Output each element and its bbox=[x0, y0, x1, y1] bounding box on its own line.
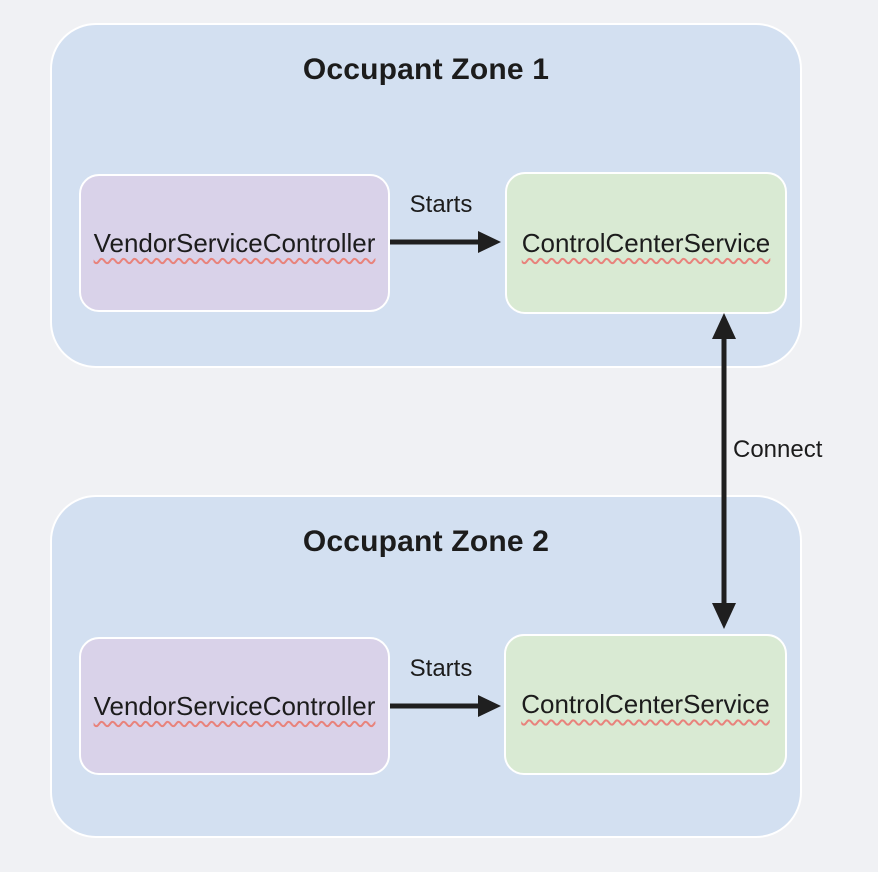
edge-label-starts-zone2: Starts bbox=[409, 655, 473, 682]
zone-title: Occupant Zone 1 bbox=[302, 53, 550, 86]
node-vendor-service-controller-zone1: VendorServiceController bbox=[79, 174, 390, 312]
node-control-center-service-zone2: ControlCenterService bbox=[504, 634, 787, 775]
zone-occupant-1: Occupant Zone 1 VendorServiceController … bbox=[50, 23, 802, 368]
node-control-center-service-zone1: ControlCenterService bbox=[505, 172, 787, 314]
edge-label-connect: Connect bbox=[733, 436, 823, 463]
node-label: ControlCenterService bbox=[521, 689, 770, 719]
zone-title: Occupant Zone 2 bbox=[302, 525, 550, 558]
node-label: VendorServiceController bbox=[93, 690, 376, 721]
node-label: ControlCenterService bbox=[521, 227, 771, 258]
node-label: VendorServiceController bbox=[93, 227, 376, 258]
node-vendor-service-controller-zone2: VendorServiceController bbox=[79, 637, 390, 775]
edge-label-starts-zone1: Starts bbox=[409, 191, 473, 218]
zone-occupant-2: Occupant Zone 2 VendorServiceController … bbox=[50, 495, 802, 838]
